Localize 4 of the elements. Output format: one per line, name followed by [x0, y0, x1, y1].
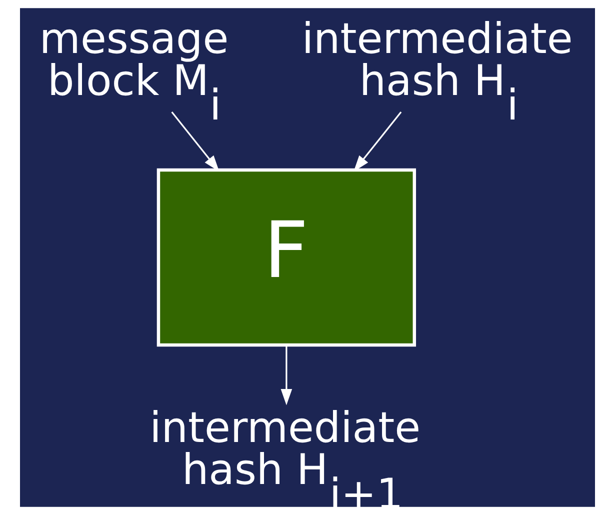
arrow	[170, 112, 219, 172]
arrow	[353, 112, 402, 172]
arrow	[280, 345, 292, 406]
node-box: F	[156, 168, 416, 347]
